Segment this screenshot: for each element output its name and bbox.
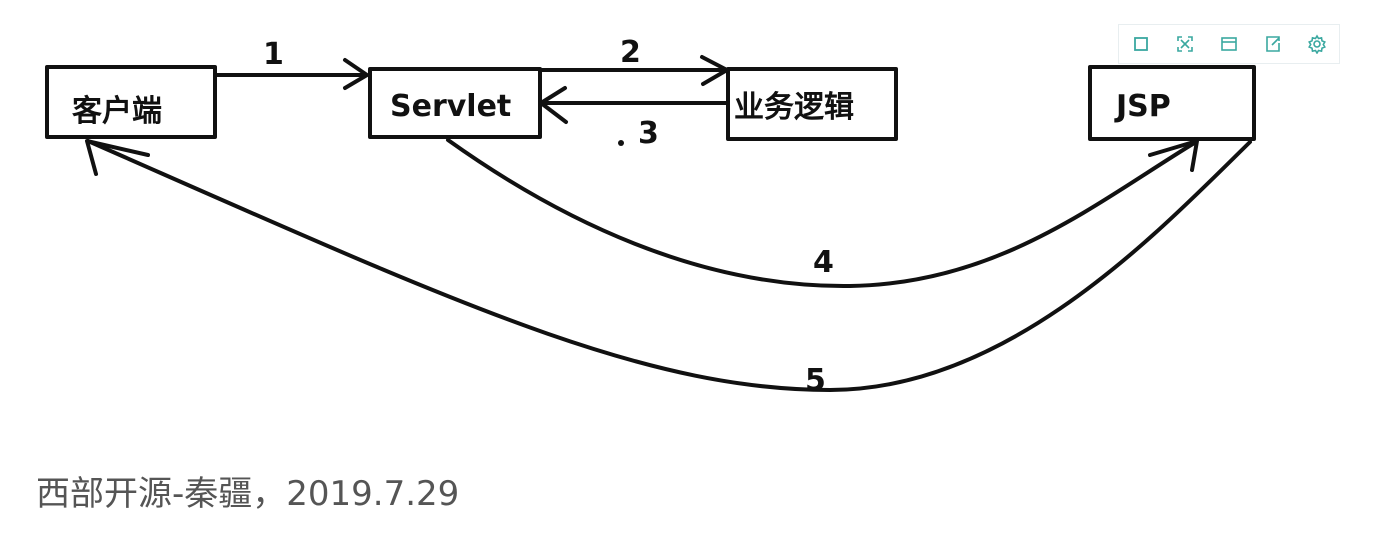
arrow-1	[214, 58, 369, 90]
arrow-2	[538, 55, 729, 86]
settings-icon[interactable]	[1304, 31, 1330, 57]
fullscreen-icon[interactable]	[1172, 31, 1198, 57]
jsp-box	[1088, 65, 1256, 141]
export-icon[interactable]	[1260, 31, 1286, 57]
square-icon[interactable]	[1128, 31, 1154, 57]
step-3-label: 3	[638, 116, 659, 151]
logic-label: 业务逻辑	[734, 90, 854, 125]
step-1-label: 1	[263, 37, 284, 72]
step-5-label: 5	[805, 363, 826, 398]
step-4-label: 4	[813, 245, 834, 280]
servlet-label: Servlet	[390, 89, 511, 124]
client-box	[45, 65, 217, 139]
jsp-label: JSP	[1114, 89, 1171, 124]
dot-mark	[618, 140, 624, 146]
arrow-3	[539, 86, 729, 124]
window-icon[interactable]	[1216, 31, 1242, 57]
arrow-4	[446, 138, 1199, 289]
viewer-toolbar	[1118, 24, 1340, 64]
client-label: 客户端	[72, 94, 162, 129]
step-2-label: 2	[620, 35, 641, 70]
caption-text: 西部开源-秦疆，2019.7.29	[36, 474, 460, 514]
arrow-5	[85, 139, 1252, 392]
